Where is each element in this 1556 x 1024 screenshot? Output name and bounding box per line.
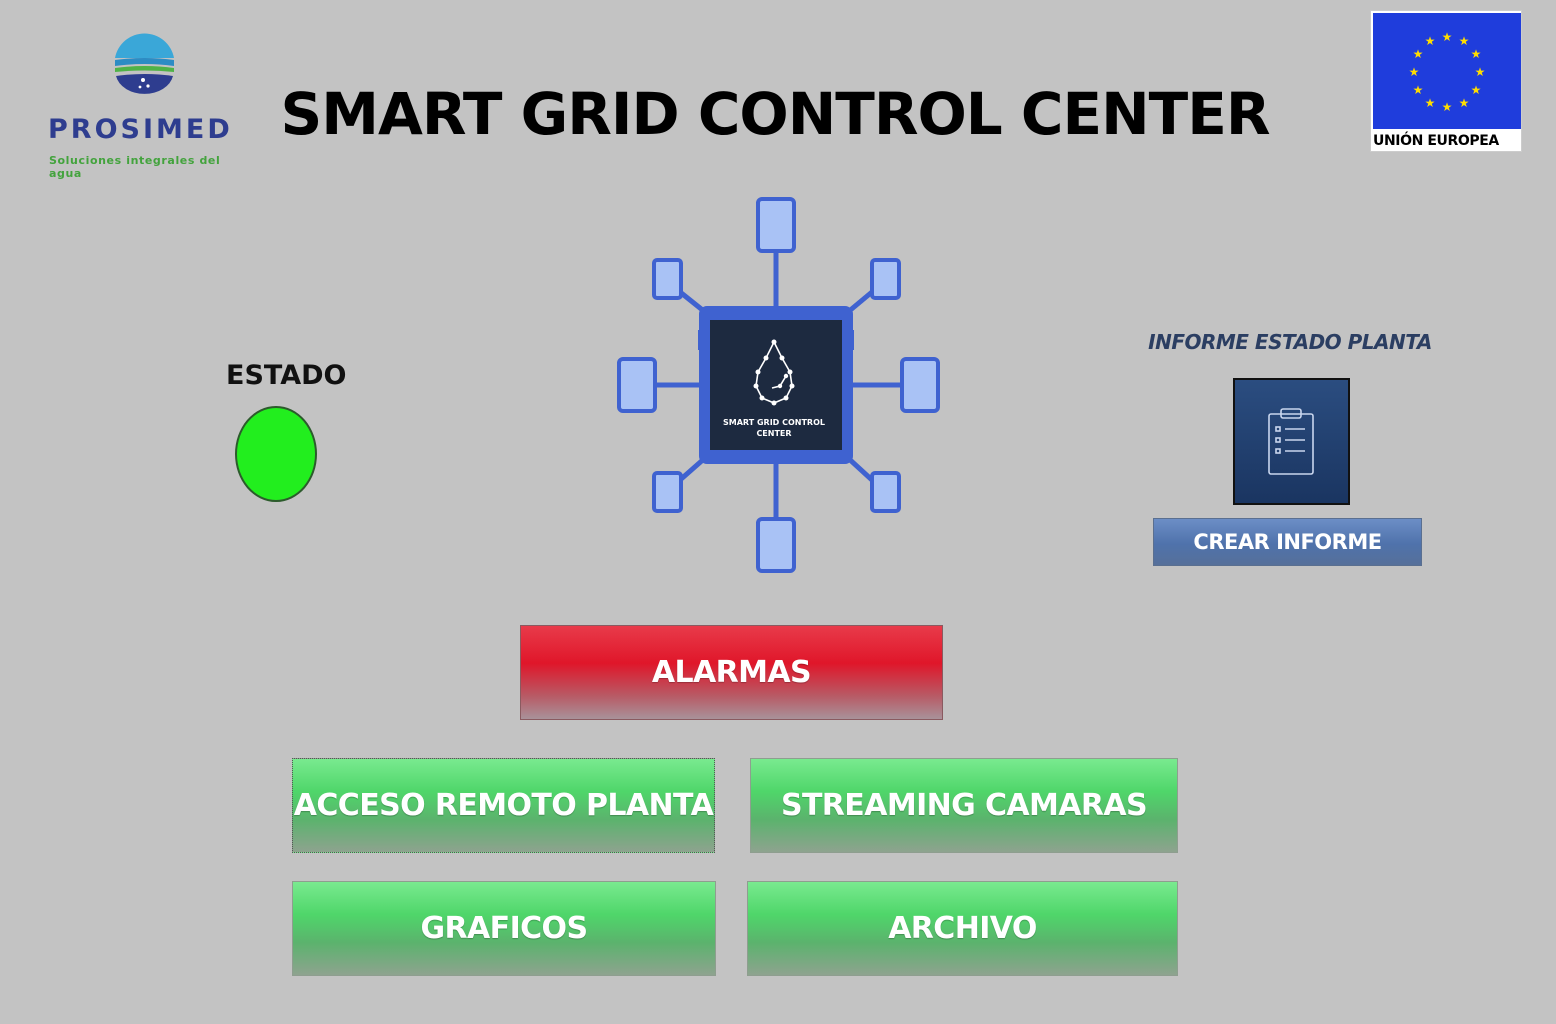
clipboard-icon xyxy=(1268,408,1314,475)
eu-flag-icon: ★ ★ ★ ★ ★ ★ ★ ★ ★ ★ ★ ★ xyxy=(1373,13,1521,129)
acceso-remoto-planta-button[interactable]: ACCESO REMOTO PLANTA xyxy=(292,758,715,853)
water-drop-logo-icon xyxy=(115,33,174,94)
informe-icon-tile[interactable] xyxy=(1233,378,1350,505)
svg-text:★: ★ xyxy=(1471,47,1482,61)
alarmas-button[interactable]: ALARMAS xyxy=(520,625,943,720)
svg-text:★: ★ xyxy=(1475,65,1486,79)
svg-text:★: ★ xyxy=(1425,34,1436,48)
logo-wordmark: PROSIMED xyxy=(48,114,233,145)
svg-text:★: ★ xyxy=(1442,30,1453,44)
page-title: SMART GRID CONTROL CENTER xyxy=(280,80,1270,148)
svg-text:★: ★ xyxy=(1471,83,1482,97)
logo-tagline: Soluciones integrales del agua xyxy=(49,154,221,180)
prosimed-logo: PROSIMED Soluciones integrales del agua xyxy=(40,20,255,180)
archivo-button[interactable]: ARCHIVO xyxy=(747,881,1178,976)
crear-informe-button[interactable]: CREAR INFORME xyxy=(1153,518,1422,566)
hub-center-label: SMART GRID CONTROL CENTER xyxy=(723,418,825,438)
svg-text:★: ★ xyxy=(1413,83,1424,97)
svg-text:★: ★ xyxy=(1425,96,1436,110)
graficos-button[interactable]: GRAFICOS xyxy=(292,881,716,976)
status-indicator-led xyxy=(235,406,317,502)
eu-badge: ★ ★ ★ ★ ★ ★ ★ ★ ★ ★ ★ ★ UNIÓN EUROPEA xyxy=(1370,10,1522,152)
informe-label: INFORME ESTADO PLANTA xyxy=(1148,330,1432,354)
eu-stars-icon: ★ ★ ★ ★ ★ ★ ★ ★ ★ ★ ★ ★ xyxy=(1409,30,1486,114)
network-hub-diagram: SMART GRID CONTROL CENTER xyxy=(610,190,950,585)
network-hub-icon xyxy=(617,197,940,573)
svg-text:★: ★ xyxy=(1442,100,1453,114)
svg-text:★: ★ xyxy=(1459,34,1470,48)
svg-text:★: ★ xyxy=(1409,65,1420,79)
streaming-camaras-button[interactable]: STREAMING CAMARAS xyxy=(750,758,1178,853)
estado-label: ESTADO xyxy=(226,360,347,391)
svg-text:★: ★ xyxy=(1459,96,1470,110)
eu-label: UNIÓN EUROPEA xyxy=(1373,133,1499,149)
svg-text:★: ★ xyxy=(1413,47,1424,61)
